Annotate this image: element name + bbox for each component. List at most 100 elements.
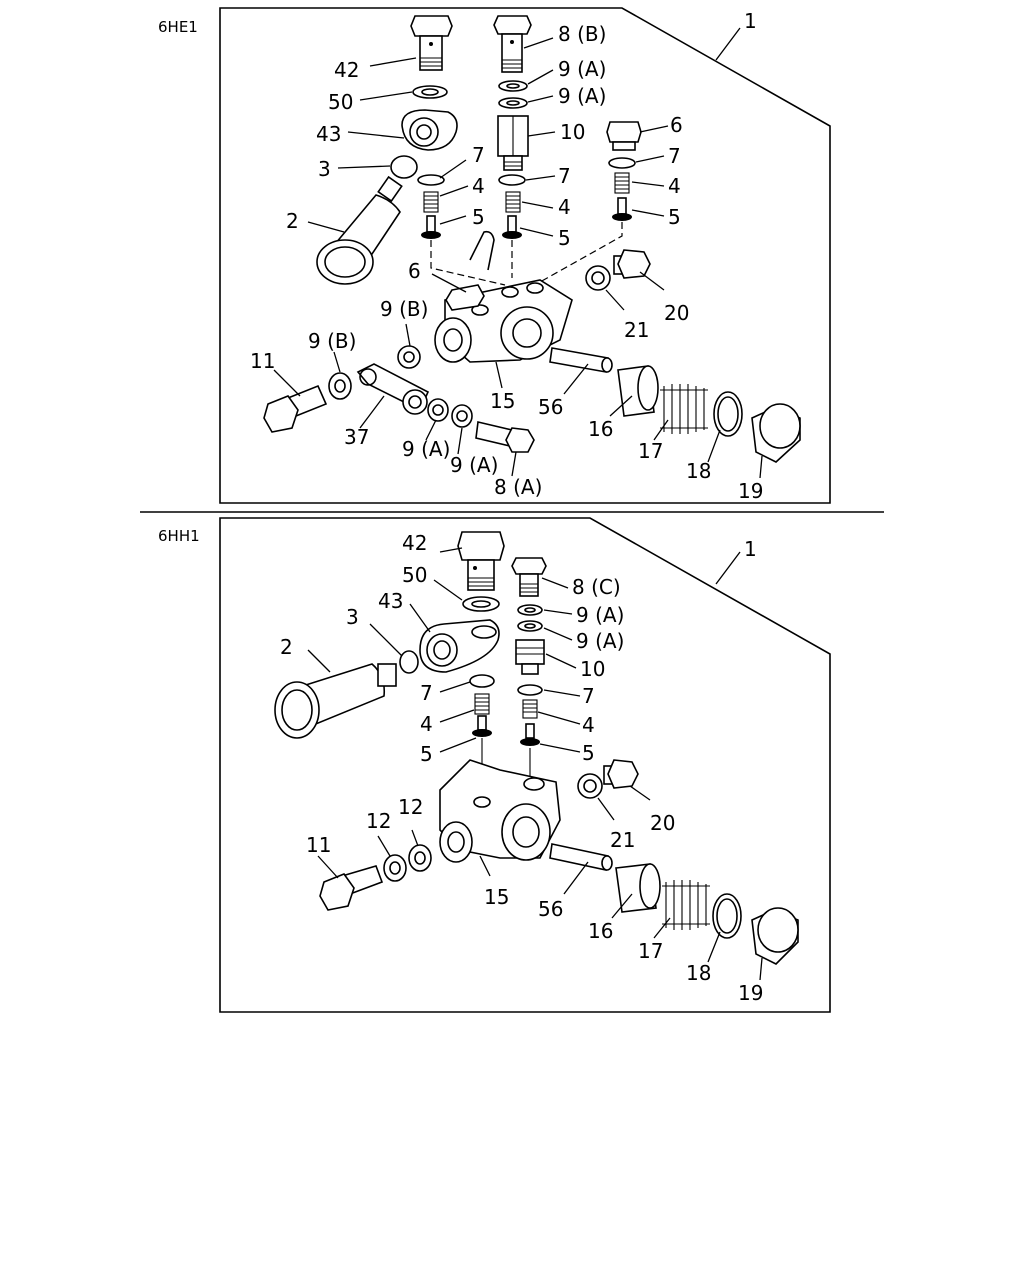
callout-label: 18	[686, 459, 711, 483]
callout-label: 16	[588, 417, 613, 441]
part-21-washer	[577, 773, 603, 799]
part-11-banjo-bolt	[263, 384, 328, 433]
callout-label: 15	[484, 885, 509, 909]
part-4-spring	[522, 699, 538, 719]
callout-label: 10	[560, 120, 585, 144]
callout-label: 6	[670, 113, 683, 137]
callout-label: 56	[538, 897, 563, 921]
part-5-valve	[421, 215, 441, 239]
callout-label: 2	[286, 209, 299, 233]
part-4-spring	[423, 191, 439, 213]
assembly-line	[539, 222, 623, 283]
callout-label: 4	[582, 713, 595, 737]
callout-label: 7	[420, 681, 433, 705]
part-7-o-ring	[417, 174, 445, 186]
callout-label: 11	[250, 349, 275, 373]
callout-label: 9 (A)	[402, 437, 450, 461]
callout-label: 56	[538, 395, 563, 419]
callout-label: 6	[408, 259, 421, 283]
callout-label: 21	[624, 318, 649, 342]
part-9a-washer	[427, 398, 449, 422]
part-4-spring	[614, 172, 630, 194]
callout-label: 5	[420, 742, 433, 766]
part-9b-washer	[328, 372, 352, 400]
part-5-valve	[612, 197, 632, 221]
callout-label: 9 (A)	[576, 603, 624, 627]
callout-label: 37	[344, 425, 369, 449]
callout-label: 1	[744, 9, 757, 33]
part-42-banjo-bolt	[410, 15, 453, 71]
callout-label: 11	[306, 833, 331, 857]
callout-label: 9 (B)	[308, 329, 356, 353]
part-2-filter	[274, 663, 397, 739]
callout-label: 43	[316, 122, 341, 146]
part-12-washer	[383, 854, 407, 882]
part-10-valve	[515, 639, 545, 675]
callout-label: 5	[472, 205, 485, 229]
part-17-spring	[662, 880, 710, 930]
callout-label: 7	[472, 143, 485, 167]
part-9a-washer	[451, 404, 473, 428]
callout-label: 12	[366, 809, 391, 833]
callout-label: 5	[582, 741, 595, 765]
callout-label: 10	[580, 657, 605, 681]
callout-label: 7	[582, 684, 595, 708]
model-code-6he1: 6HE1	[158, 18, 198, 36]
callout-label: 20	[650, 811, 675, 835]
part-5-valve	[502, 215, 522, 239]
leader-lines-6he1	[273, 27, 763, 479]
callout-label: 8 (C)	[572, 575, 621, 599]
part-43-banjo-eye	[401, 109, 458, 151]
panel-6he1: 6HE1	[158, 7, 831, 504]
part-15-pump-body	[439, 759, 561, 863]
part-15-pump-body	[434, 230, 573, 363]
part-3-o-ring	[390, 155, 418, 179]
callout-label: 18	[686, 961, 711, 985]
part-43-banjo-eye	[419, 619, 500, 673]
part-4-spring	[505, 191, 521, 213]
leader-lines-6hh1	[307, 547, 763, 981]
callout-label: 3	[346, 605, 359, 629]
part-7-o-ring	[608, 157, 636, 169]
part-6-plug	[606, 121, 642, 151]
callout-label: 9 (A)	[558, 57, 606, 81]
assembly-line	[430, 240, 506, 286]
part-50-washer	[412, 85, 448, 99]
callout-label: 43	[378, 589, 403, 613]
part-9a-washer	[498, 97, 528, 109]
part-56-pin	[549, 347, 613, 373]
part-12-washer	[408, 844, 432, 872]
part-7-o-ring	[498, 174, 526, 186]
panel-frame-6he1	[219, 7, 831, 504]
part-7-o-ring	[469, 674, 495, 688]
part-19-cap-nut	[751, 403, 801, 463]
callout-label: 5	[558, 226, 571, 250]
callout-label: 15	[490, 389, 515, 413]
callout-label: 50	[328, 90, 353, 114]
callout-label: 5	[668, 205, 681, 229]
callout-label: 7	[558, 164, 571, 188]
callout-label: 17	[638, 939, 663, 963]
part-8c-bolt	[511, 557, 547, 597]
part-18-gasket	[712, 893, 742, 939]
part-20-plug	[613, 249, 651, 279]
part-16-sleeve	[617, 365, 659, 417]
callout-label: 4	[472, 174, 485, 198]
part-17-spring	[660, 384, 708, 434]
part-8a-bolt	[475, 421, 535, 453]
callout-label: 8 (A)	[494, 475, 542, 499]
part-56-pin	[549, 843, 613, 871]
callout-label: 20	[664, 301, 689, 325]
callout-label: 19	[738, 981, 763, 1005]
callout-label: 42	[334, 58, 359, 82]
model-code-6hh1: 6HH1	[158, 527, 200, 545]
part-9a-washer	[498, 80, 528, 92]
callout-label: 9 (A)	[558, 84, 606, 108]
callout-label: 4	[668, 174, 681, 198]
callout-label: 16	[588, 919, 613, 943]
part-42-banjo-bolt	[457, 531, 505, 591]
part-5-valve	[472, 715, 492, 737]
callout-label: 19	[738, 479, 763, 503]
